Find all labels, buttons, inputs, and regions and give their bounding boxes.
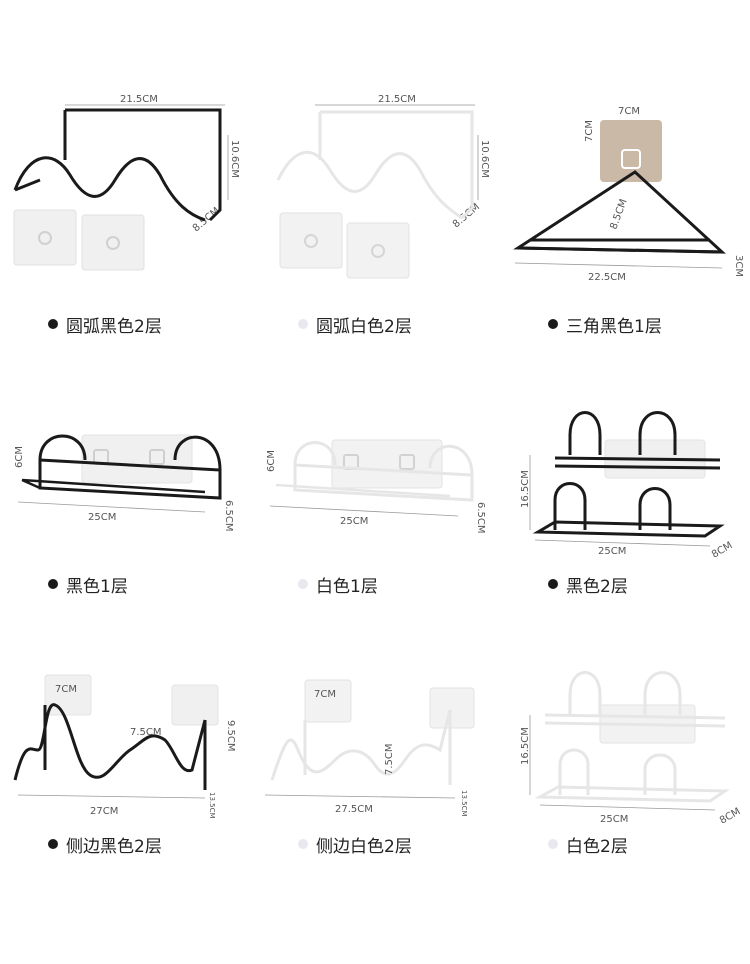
product-card-black-2[interactable]: 16.5CM 25CM 8CM 黑色2层 (500, 340, 750, 630)
dim-width: 27CM (90, 806, 118, 817)
dim-depth: 13.5CM (460, 790, 468, 817)
shelf-white-2-illustration: 16.5CM 25CM 8CM (520, 671, 743, 827)
dim-height: 6CM (14, 446, 25, 468)
arc-rack-black-illustration: 21.5CM 10.6CM 8.5CM (13, 94, 240, 271)
dim-depth: 6.5CM (475, 502, 486, 534)
shelf-black-2-illustration: 16.5CM 25CM 8CM (520, 411, 735, 561)
dim-middle: 7.5CM (130, 727, 162, 738)
product-caption: 白色2层 (548, 832, 628, 857)
triangle-rack-black-illustration: 7CM 7CM 8.5CM 22.5CM 3CM (513, 106, 744, 283)
dim-depth: 8.5CM (608, 198, 629, 231)
product-caption: 白色1层 (298, 572, 378, 597)
dim-pad: 7CM (314, 689, 336, 700)
color-dot-black (48, 319, 58, 329)
product-caption: 三角黑色1层 (548, 312, 662, 337)
dim-width: 21.5CM (378, 94, 416, 105)
dim-height: 16.5CM (520, 470, 531, 508)
product-label: 白色1层 (316, 576, 378, 597)
product-card-black-1[interactable]: 6CM 25CM 6.5CM 黑色1层 (0, 340, 250, 630)
product-caption: 圆弧白色2层 (298, 312, 412, 337)
product-caption: 侧边白色2层 (298, 832, 412, 857)
side-rack-white-illustration: 7CM 7.5CM 27.5CM 13.5CM (264, 679, 475, 817)
color-dot-white (548, 839, 558, 849)
dim-width: 25CM (88, 512, 116, 523)
dim-height: 10.6CM (229, 140, 240, 178)
product-label: 侧边白色2层 (316, 836, 412, 857)
shelf-black-1-illustration: 6CM 25CM 6.5CM (14, 434, 234, 532)
product-card-arc-black-2[interactable]: 21.5CM 10.6CM 8.5CM 圆弧黑色2层 (0, 80, 250, 370)
color-dot-white (298, 839, 308, 849)
dim-depth: 6.5CM (223, 500, 234, 532)
product-caption: 黑色1层 (48, 572, 128, 597)
product-label: 黑色2层 (566, 576, 628, 597)
dim-pad-height: 7CM (584, 120, 595, 142)
product-label: 白色2层 (566, 836, 628, 857)
color-dot-black (48, 839, 58, 849)
dim-width: 22.5CM (588, 272, 626, 283)
product-label: 三角黑色1层 (566, 316, 662, 337)
product-card-arc-white-2[interactable]: 21.5CM 10.6CM 8.5CM 圆弧白色2层 (250, 80, 500, 370)
dim-height: 6CM (266, 450, 277, 472)
product-card-side-white-2[interactable]: 7CM 7.5CM 27.5CM 13.5CM 侧边白色2层 (250, 600, 500, 890)
color-dot-black (548, 579, 558, 589)
dim-middle: 7.5CM (384, 743, 395, 775)
dim-width: 27.5CM (335, 804, 373, 815)
color-dot-white (298, 579, 308, 589)
dim-width: 25CM (598, 546, 626, 557)
color-dot-black (548, 319, 558, 329)
dim-height: 16.5CM (520, 727, 531, 765)
product-label: 圆弧白色2层 (316, 316, 412, 337)
dim-height: 9.5CM (225, 720, 236, 752)
product-card-side-black-2[interactable]: 7CM 7.5CM 9.5CM 27CM 13.5CM 侧边黑色2层 (0, 600, 250, 890)
dim-height: 10.6CM (479, 140, 490, 178)
arc-rack-white-illustration: 21.5CM 10.6CM 8.5CM (276, 94, 490, 279)
product-label: 黑色1层 (66, 576, 128, 597)
product-label: 圆弧黑色2层 (66, 316, 162, 337)
product-card-triangle-black-1[interactable]: 7CM 7CM 8.5CM 22.5CM 3CM 三角黑色1层 (500, 80, 750, 370)
dim-side: 3CM (733, 255, 744, 277)
dim-pad-width: 7CM (618, 106, 640, 117)
dim-depth: 8CM (718, 806, 743, 827)
dim-depth: 13.5CM (208, 792, 216, 819)
product-card-white-2[interactable]: 16.5CM 25CM 8CM 白色2层 (500, 600, 750, 890)
product-caption: 侧边黑色2层 (48, 832, 162, 857)
product-label: 侧边黑色2层 (66, 836, 162, 857)
dim-depth: 8.5CM (191, 206, 222, 235)
dim-pad: 7CM (55, 684, 77, 695)
product-caption: 黑色2层 (548, 572, 628, 597)
product-caption: 圆弧黑色2层 (48, 312, 162, 337)
color-dot-black (48, 579, 58, 589)
dim-width: 25CM (600, 814, 628, 825)
product-card-white-1[interactable]: 6CM 25CM 6.5CM 白色1层 (250, 340, 500, 630)
side-rack-black-illustration: 7CM 7.5CM 9.5CM 27CM 13.5CM (13, 674, 236, 819)
dim-depth: 8CM (710, 540, 735, 561)
dim-width: 25CM (340, 516, 368, 527)
dim-width: 21.5CM (120, 94, 158, 105)
shelf-white-1-illustration: 6CM 25CM 6.5CM (266, 439, 486, 534)
color-dot-white (298, 319, 308, 329)
dim-depth: 8.5CM (451, 202, 482, 231)
